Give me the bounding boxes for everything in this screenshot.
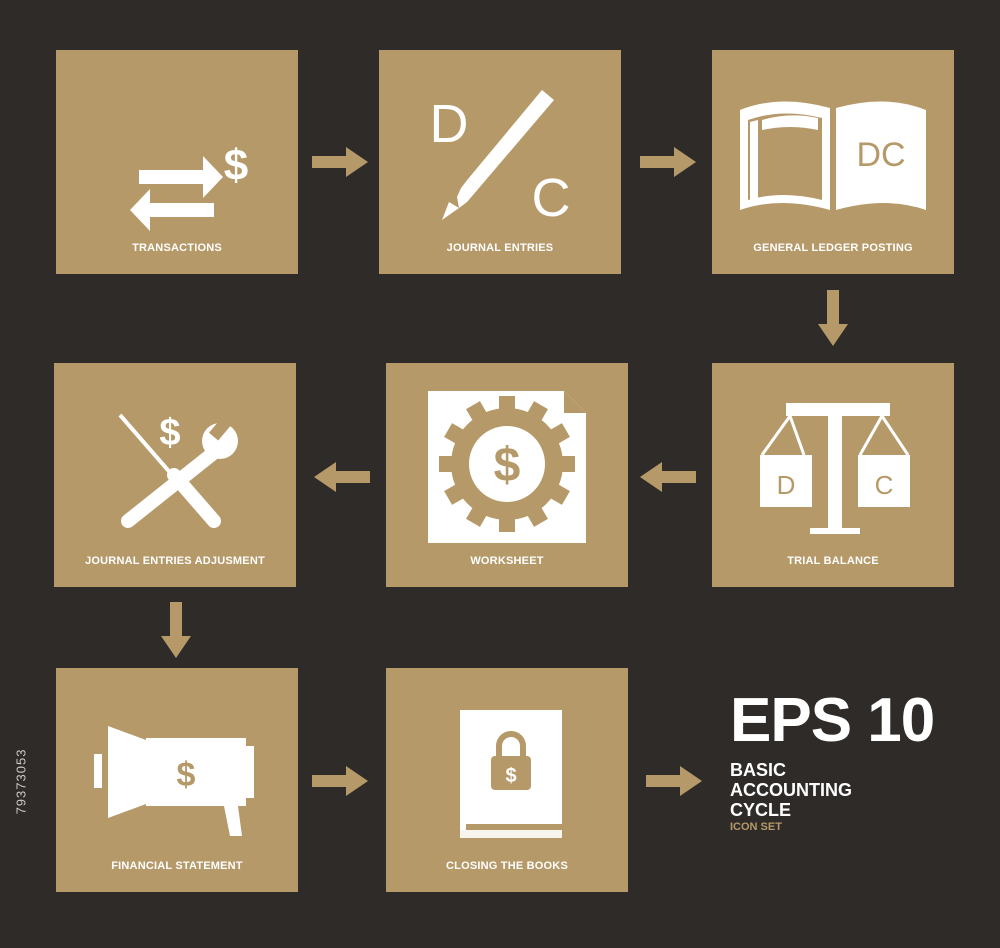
arrow-left-icon (640, 462, 696, 492)
dollar-symbol: $ (159, 412, 180, 454)
step-label: FINANCIAL STATEMENT (111, 860, 243, 872)
badge-line-cycle: CYCLE (730, 800, 792, 820)
arrow-right-icon (640, 147, 696, 177)
dollar-symbol: $ (494, 439, 521, 492)
dollar-symbol: $ (505, 765, 516, 787)
step-worksheet: $ WORKSHEET (386, 363, 628, 587)
debit-letter: D (430, 94, 469, 154)
eps-badge: EPS 10 BASIC ACCOUNTING CYCLE ICON SET (730, 686, 935, 834)
arrow-right-icon (646, 766, 702, 796)
step-label: TRIAL BALANCE (787, 555, 879, 567)
ledger-dc-text: DC (856, 136, 905, 174)
gear-dollar-icon: $ (428, 391, 586, 543)
step-closing-the-books: $ CLOSING THE BOOKS (386, 668, 628, 892)
dollar-symbol: $ (224, 141, 248, 190)
balance-scale-icon: D C (760, 403, 910, 534)
side-id: 79373053 (13, 748, 29, 815)
step-label: WORKSHEET (470, 555, 544, 567)
arrow-left-icon (314, 462, 370, 492)
left-pan-letter: D (777, 470, 796, 500)
step-journal-entries: D C JOURNAL ENTRIES (379, 50, 621, 274)
arrow-right-icon (312, 147, 368, 177)
locked-book-icon: $ (460, 710, 562, 838)
ledger-book-icon: DC (740, 101, 926, 210)
step-trial-balance: D C TRIAL BALANCE (712, 363, 954, 587)
step-label: CLOSING THE BOOKS (446, 860, 568, 872)
arrow-down-icon (161, 602, 191, 658)
transactions-icon: $ (130, 141, 248, 231)
dollar-symbol: $ (177, 756, 196, 794)
step-label: GENERAL LEDGER POSTING (753, 242, 913, 254)
step-journal-entries-adjusment: $ JOURNAL ENTRIES ADJUSMENT (54, 363, 296, 587)
step-label: TRANSACTIONS (132, 242, 222, 254)
step-general-ledger-posting: DC GENERAL LEDGER POSTING (712, 50, 954, 274)
arrow-down-icon (818, 290, 848, 346)
right-pan-letter: C (875, 470, 894, 500)
step-transactions: $ TRANSACTIONS (56, 50, 298, 274)
credit-letter: C (532, 168, 571, 228)
badge-line-basic: BASIC (730, 760, 787, 780)
step-label: JOURNAL ENTRIES ADJUSMENT (85, 555, 265, 567)
step-financial-statement: $ FINANCIAL STATEMENT (56, 668, 298, 892)
tools-icon: $ (118, 412, 238, 528)
journal-entries-icon: D C (430, 90, 571, 228)
badge-line-accounting: ACCOUNTING (730, 780, 852, 800)
pen-nib-icon (442, 90, 554, 220)
eps-title: EPS 10 (730, 686, 935, 755)
megaphone-icon: $ (94, 726, 254, 836)
arrow-right-icon (312, 766, 368, 796)
badge-subtitle: ICON SET (730, 821, 782, 833)
step-label: JOURNAL ENTRIES (446, 242, 554, 254)
